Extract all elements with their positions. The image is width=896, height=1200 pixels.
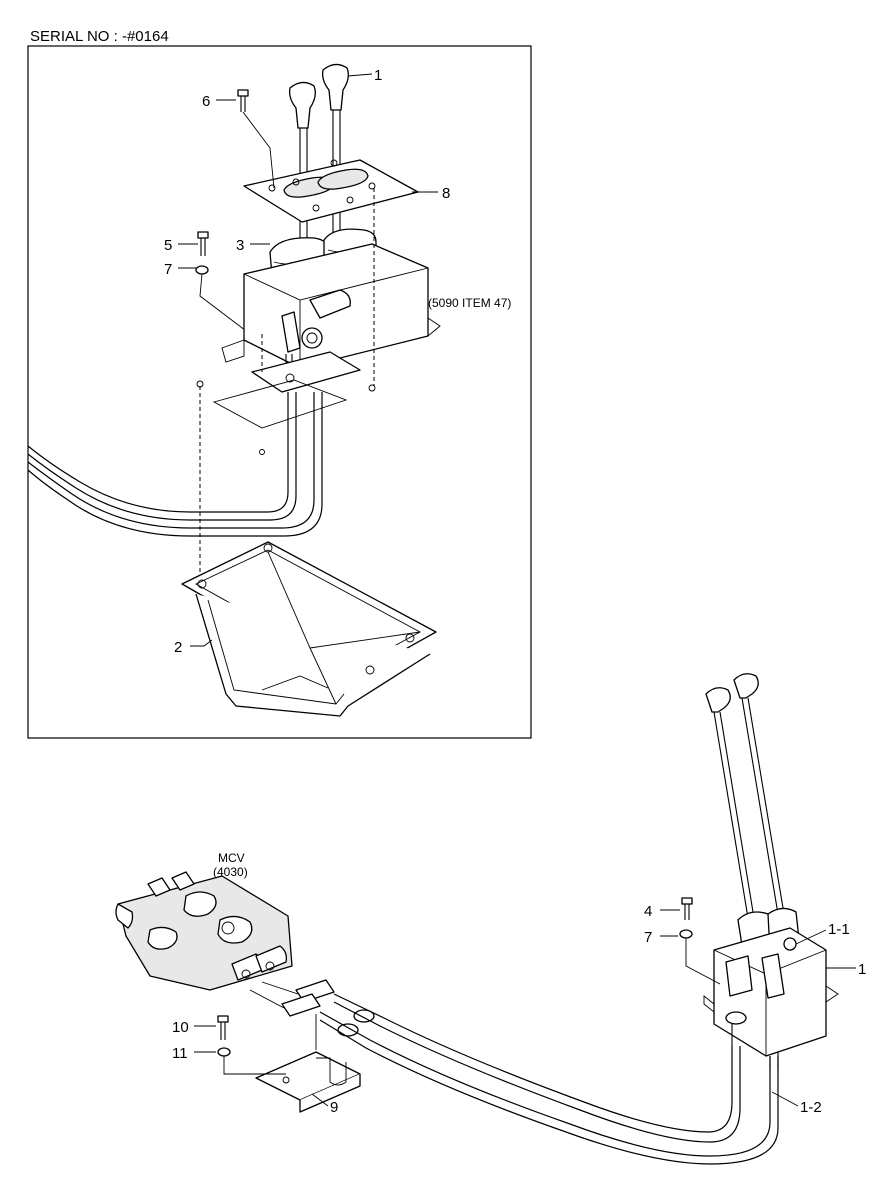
label-11: 11 — [172, 1045, 188, 1062]
reference-5090: (5090 ITEM 47) — [428, 296, 511, 310]
label-3: 3 — [236, 237, 244, 254]
label-2: 2 — [174, 639, 182, 656]
top-view-frame — [27, 45, 532, 739]
label-9: 9 — [330, 1099, 338, 1116]
label-7-top: 7 — [164, 261, 172, 278]
lever-knob-right — [321, 63, 349, 111]
label-1-bottom: 1 — [858, 961, 866, 978]
serial-number-header: SERIAL NO : -#0164 — [30, 28, 169, 45]
label-10: 10 — [172, 1019, 189, 1036]
label-1-1: 1-1 — [828, 921, 850, 938]
control-lever-assembly-top — [27, 63, 441, 717]
label-1: 1 — [374, 67, 382, 84]
control-lever-assembly-bottom — [115, 673, 839, 1165]
label-1-2: 1-2 — [800, 1099, 822, 1116]
lever-knob-left — [288, 81, 316, 129]
label-7-bottom: 7 — [644, 929, 652, 946]
label-mcv: MCV — [218, 851, 245, 865]
label-5: 5 — [164, 237, 172, 254]
label-8: 8 — [442, 185, 450, 202]
cover-plate — [243, 159, 419, 223]
label-mcv-ref: (4030) — [213, 865, 248, 879]
label-4: 4 — [644, 903, 652, 920]
label-6: 6 — [202, 93, 210, 110]
